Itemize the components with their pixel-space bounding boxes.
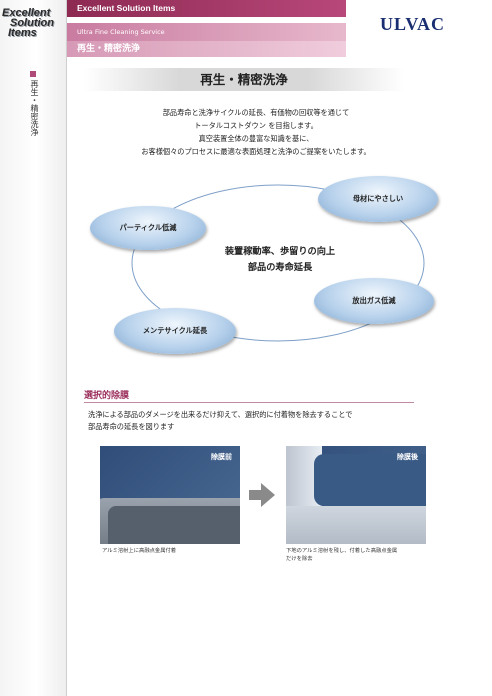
- photo-label: 除膜後: [397, 453, 418, 461]
- ulvac-logo: ULVAC: [380, 14, 446, 34]
- header-section: 再生・精密洗浄: [67, 41, 346, 57]
- logo-line-1: Excellent: [2, 7, 51, 19]
- center-line: 部品の寿命延長: [247, 262, 313, 273]
- photo-after: 除膜後: [286, 446, 426, 544]
- bubble-outgas-reduction: 放出ガス低減: [314, 278, 434, 324]
- part-surface: [286, 506, 426, 544]
- section-line: 部品寿命の延長を図ります: [88, 422, 175, 431]
- bubble-gentle-base: 母材にやさしい: [318, 176, 438, 222]
- sidebar: Excellent Solution Items 再生・精密洗浄: [0, 0, 67, 696]
- header: Excellent Solution Items Ultra Fine Clea…: [67, 0, 346, 57]
- photo-label: 除膜前: [211, 453, 232, 461]
- sidebar-marker-icon: [30, 71, 36, 77]
- section-divider: [84, 402, 414, 403]
- intro-line: 部品寿命と洗浄サイクルの延長、有価物の回収等を通じて: [162, 108, 350, 117]
- film-deposit: [108, 506, 240, 544]
- bubble-label: 母材にやさしい: [352, 194, 404, 203]
- section-heading: 選択的除膜: [84, 391, 130, 401]
- bubble-label: 放出ガス低減: [352, 296, 396, 305]
- intro-line: トータルコストダウン を目指します。: [194, 121, 318, 130]
- caption-line: だけを除去: [286, 556, 313, 562]
- cycle-ellipse: [131, 184, 425, 342]
- logo-line-3: Items: [8, 27, 37, 39]
- photo-caption-after: 下地のアルミ溶射を残し、付着した高融点金属 だけを除去: [286, 547, 446, 563]
- series-logo: Excellent Solution Items: [2, 7, 64, 39]
- bubble-particle-reduction: パーティクル低減: [90, 206, 206, 250]
- bubble-label: メンテサイクル延長: [142, 326, 208, 335]
- intro-line: お客様個々のプロセスに最適な表面処理と洗浄のご提案をいたします。: [141, 147, 371, 156]
- section-body: 洗浄による部品のダメージを出来るだけ抑えて、選択的に付着物を除去することで 部品…: [88, 409, 428, 433]
- bubble-maintenance-extension: メンテサイクル延長: [114, 308, 236, 354]
- center-line: 装置稼動率、歩留りの向上: [224, 246, 336, 257]
- diagram-center-text: 装置稼動率、歩留りの向上 部品の寿命延長: [200, 244, 360, 276]
- page-title: 再生・精密洗浄: [84, 68, 404, 91]
- intro-line: 真空装置全体の豊富な知識を基に、: [198, 134, 314, 143]
- sidebar-section-label: 再生・精密洗浄: [30, 80, 39, 136]
- arrow-right-icon: [247, 480, 277, 510]
- header-subtitle: Ultra Fine Cleaning Service: [67, 23, 346, 41]
- caption-line: 下地のアルミ溶射を残し、付着した高融点金属: [286, 548, 398, 554]
- intro-text: 部品寿命と洗浄サイクルの延長、有価物の回収等を通じて トータルコストダウン を目…: [86, 106, 426, 158]
- bubble-label: パーティクル低減: [119, 223, 177, 232]
- photo-caption-before: アルミ溶射上に高融点金属付着: [102, 548, 177, 554]
- logo-line-2: Solution: [10, 17, 54, 29]
- header-series: Excellent Solution Items: [67, 0, 346, 17]
- photo-before: 除膜前: [100, 446, 240, 544]
- window-opening: [314, 454, 426, 506]
- section-line: 洗浄による部品のダメージを出来るだけ抑えて、選択的に付着物を除去することで: [88, 410, 353, 419]
